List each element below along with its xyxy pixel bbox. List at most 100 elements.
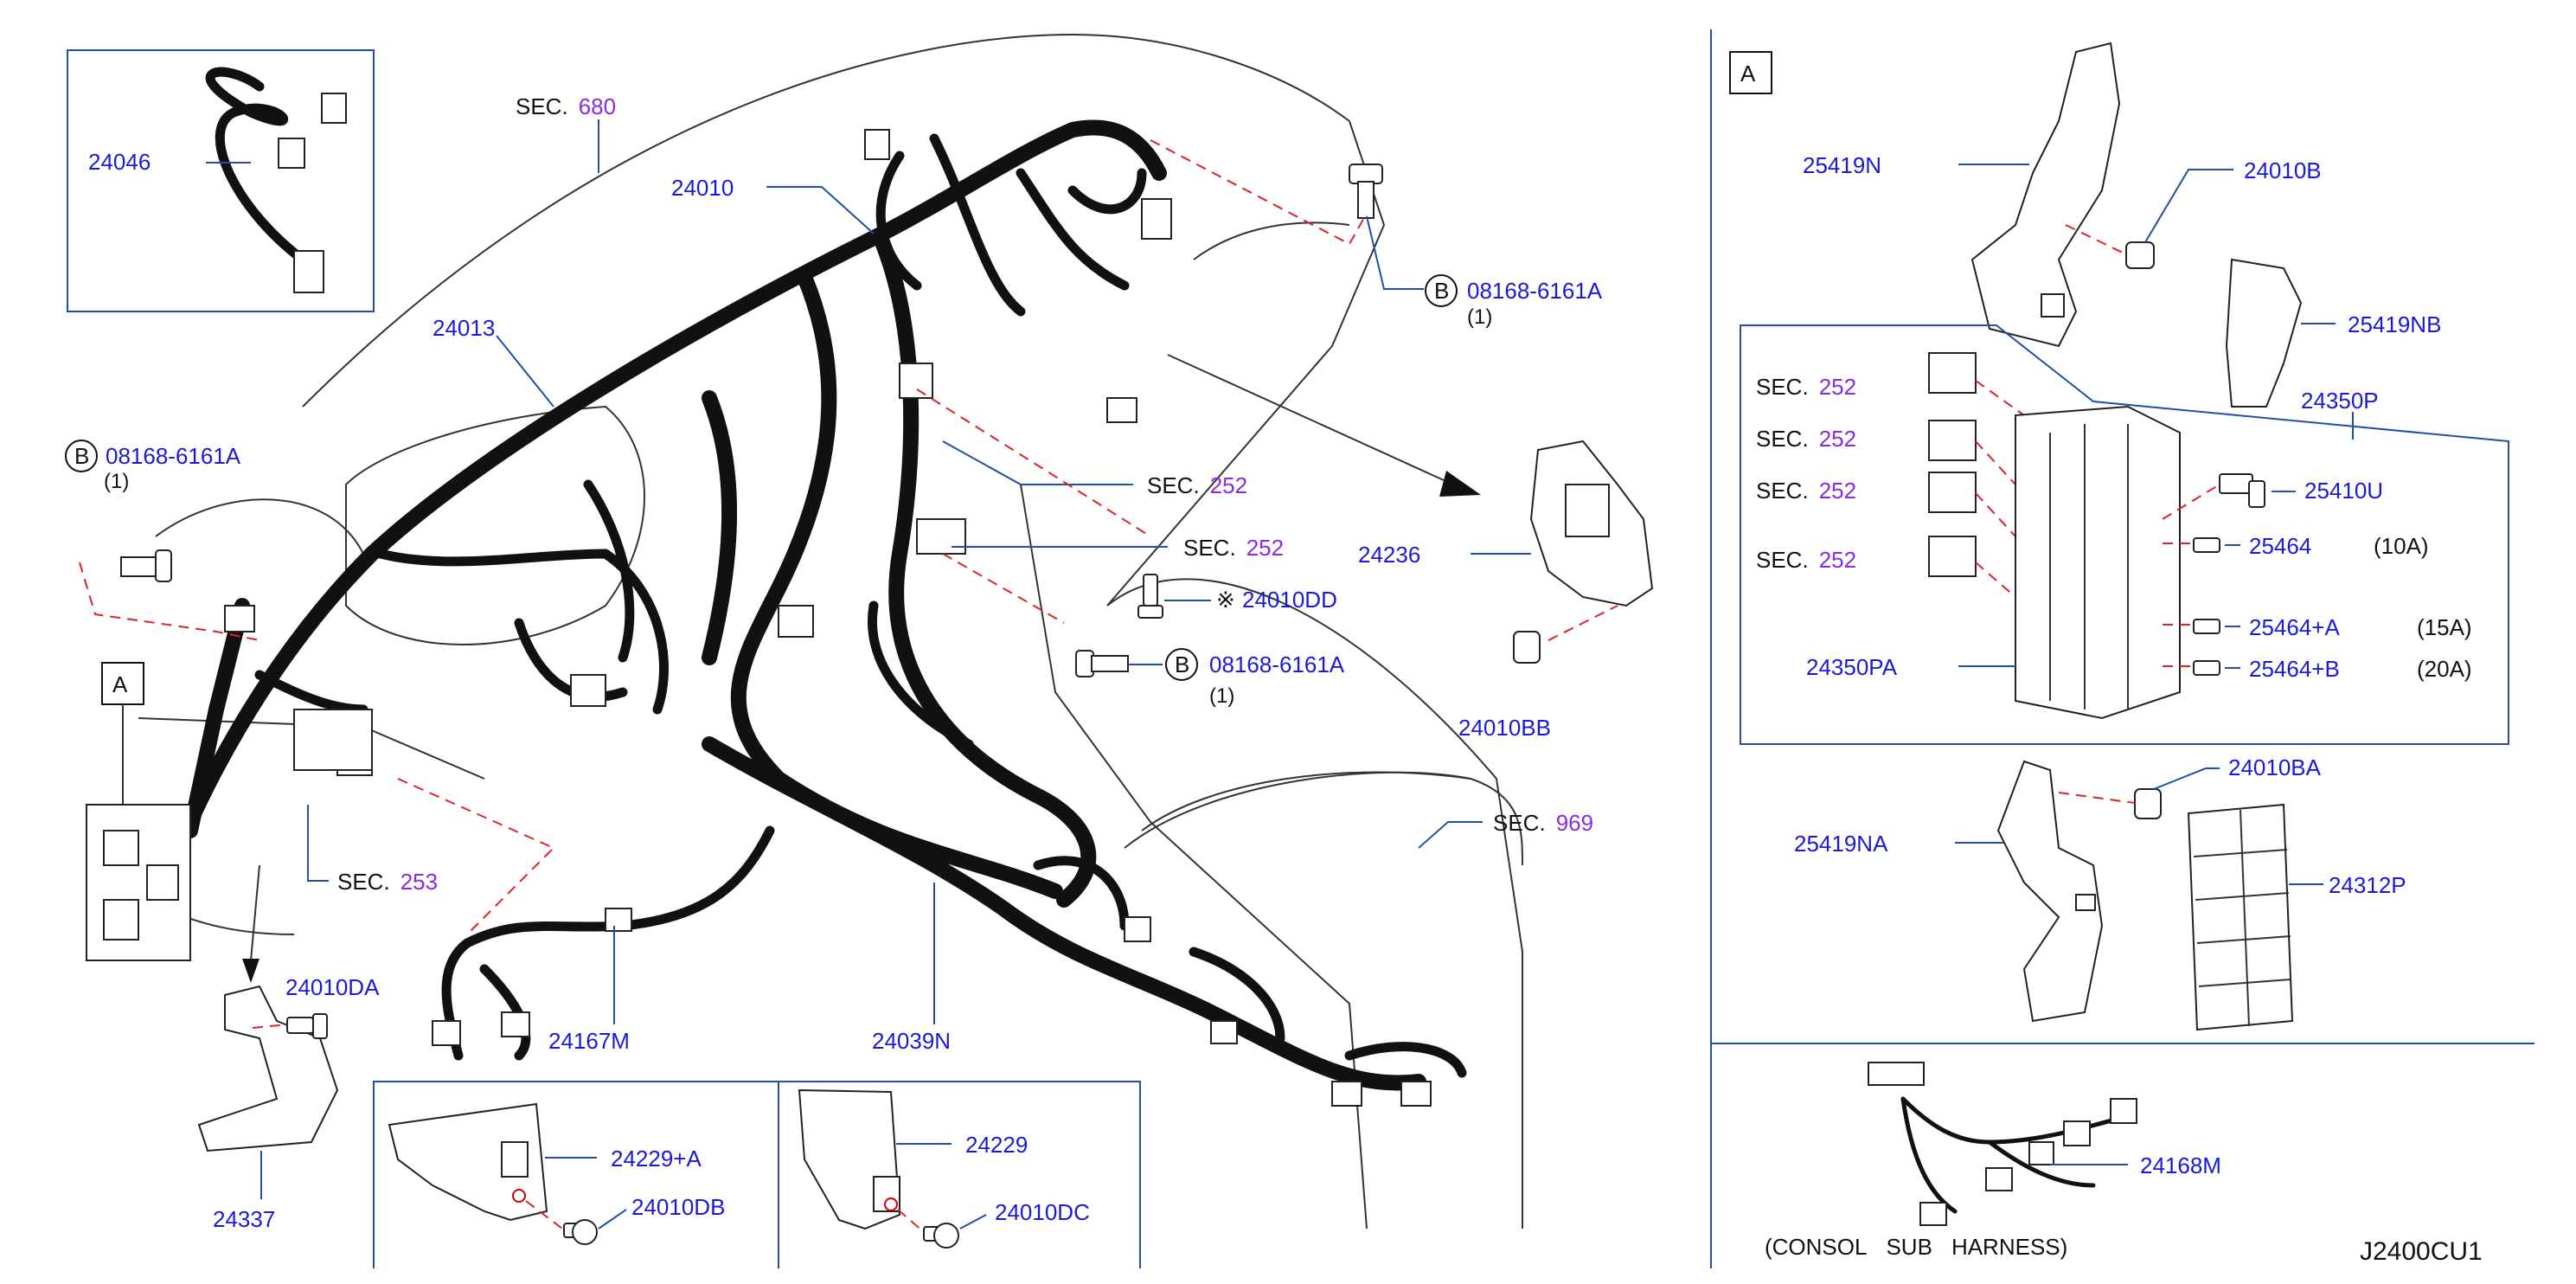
label-25464B: 25464+B bbox=[2249, 656, 2340, 682]
nut-24010B bbox=[2125, 241, 2155, 269]
bolt-part-number: 08168-6161A bbox=[1467, 278, 1603, 304]
leader-24010 bbox=[766, 186, 875, 234]
label-24229A: 24229+A bbox=[611, 1146, 702, 1172]
fuse-block-assembly-left bbox=[86, 709, 373, 961]
leader-24010DB bbox=[598, 1209, 627, 1229]
view-a-letter-right: A bbox=[1740, 61, 1756, 87]
label-25419N: 25419N bbox=[1803, 152, 1881, 178]
dash-24010B bbox=[2065, 224, 2127, 255]
bolt-letter: B bbox=[1175, 652, 1189, 677]
sec252-relay4: SEC.252 bbox=[1756, 547, 1856, 573]
label-24168M: 24168M bbox=[2140, 1152, 2221, 1178]
mark-24010DD: ※ bbox=[1216, 587, 1235, 613]
rating-15a: (15A) bbox=[2417, 614, 2472, 640]
dash-24010BB bbox=[1548, 605, 1618, 641]
leader-sec253 bbox=[307, 805, 329, 882]
arrow-line-24236 bbox=[1167, 354, 1454, 485]
bolt-b-center: B 08168-6161A (1) bbox=[1165, 648, 1345, 708]
leader-bolt-top bbox=[1366, 215, 1424, 290]
label-24010DA: 24010DA bbox=[285, 974, 380, 1000]
dash-bolt-center bbox=[942, 553, 1065, 624]
bolt-qty: (1) bbox=[1209, 684, 1234, 708]
bolt-qty: (1) bbox=[104, 470, 129, 493]
label-25464A: 25464+A bbox=[2249, 614, 2340, 640]
sec252-relay2: SEC.252 bbox=[1756, 426, 1856, 452]
dash-relay1 bbox=[1975, 380, 2025, 416]
leader-24010DC bbox=[959, 1214, 987, 1229]
label-25464: 25464 bbox=[2249, 533, 2311, 559]
label-24013: 24013 bbox=[433, 315, 495, 341]
fuse-25464A bbox=[2193, 619, 2220, 634]
view-a-letter-left: A bbox=[112, 671, 128, 697]
label-24010BB: 24010BB bbox=[1458, 715, 1551, 741]
circle-b-icon bbox=[1425, 274, 1458, 307]
leader-24010BA bbox=[2153, 767, 2220, 790]
label-24167M: 24167M bbox=[548, 1028, 630, 1054]
label-24010: 24010 bbox=[671, 175, 734, 201]
sec969-ref: SEC.969 bbox=[1493, 810, 1593, 836]
bolt-icon-left bbox=[120, 549, 172, 582]
leader-24010B bbox=[2144, 169, 2233, 243]
bolt-icon-top bbox=[1349, 164, 1383, 219]
main-harness-24010 bbox=[178, 119, 1167, 908]
dash-sec252b bbox=[916, 388, 1151, 537]
sec680-ref: SEC.680 bbox=[516, 93, 616, 119]
inset-box-24046 bbox=[67, 49, 375, 312]
arrow-line-24010DA bbox=[250, 864, 260, 961]
label-24229: 24229 bbox=[965, 1132, 1028, 1158]
dash-relay2 bbox=[1975, 440, 2016, 485]
harness-24046 bbox=[205, 67, 347, 293]
diagram-code: J2400CU1 bbox=[2360, 1237, 2483, 1266]
label-24010BA: 24010BA bbox=[2228, 754, 2322, 780]
label-24046: 24046 bbox=[88, 149, 151, 175]
sec252b-ref: SEC.252 bbox=[1183, 535, 1284, 561]
bracket-24229 bbox=[798, 1088, 901, 1230]
nut-24010BB bbox=[1513, 631, 1541, 664]
dash-24010DC bbox=[897, 1209, 925, 1233]
bolt-part-number: 08168-6161A bbox=[1209, 652, 1345, 677]
screw-24010DB bbox=[563, 1219, 598, 1245]
label-24010B: 24010B bbox=[2244, 157, 2322, 183]
bracket-24236 bbox=[1529, 440, 1654, 607]
label-25419NB: 25419NB bbox=[2348, 311, 2441, 337]
label-24039N: 24039N bbox=[872, 1028, 951, 1054]
dash-24010DB bbox=[525, 1200, 563, 1229]
arrow-head-24236 bbox=[1439, 471, 1481, 497]
label-25410U: 25410U bbox=[2304, 478, 2383, 504]
bracket-24337 bbox=[197, 985, 339, 1152]
dash-24010DA bbox=[252, 1024, 288, 1029]
nut-24010BA bbox=[2134, 788, 2162, 819]
relay-group bbox=[1928, 352, 1977, 577]
rating-10a: (10A) bbox=[2374, 533, 2429, 559]
circle-b-icon bbox=[1165, 648, 1198, 681]
bolt-b-top: B 08168-6161A (1) bbox=[1425, 274, 1603, 329]
dash-24010BA bbox=[2058, 792, 2136, 804]
fuse-25410U bbox=[2219, 473, 2265, 508]
fuse-block-24350PA bbox=[2015, 405, 2181, 720]
bolt-letter: B bbox=[1434, 278, 1449, 304]
leader-sec969 bbox=[1418, 821, 1483, 849]
label-24350P: 24350P bbox=[2301, 388, 2379, 414]
label-24010DC: 24010DC bbox=[995, 1199, 1090, 1225]
harness-connectors bbox=[224, 129, 1172, 776]
bolt-qty: (1) bbox=[1467, 305, 1492, 329]
harness-24167M bbox=[432, 825, 775, 1061]
rating-20a: (20A) bbox=[2417, 656, 2472, 682]
label-24010DD: 24010DD bbox=[1242, 587, 1337, 613]
sec252-relay1: SEC.252 bbox=[1756, 374, 1856, 400]
label-24350PA: 24350PA bbox=[1806, 654, 1898, 680]
bracket-24229A bbox=[388, 1102, 548, 1222]
circle-b-icon bbox=[65, 440, 98, 472]
bolt-letter: B bbox=[74, 443, 89, 469]
dash-bolt-top bbox=[1150, 139, 1366, 246]
box-24350P bbox=[1740, 324, 2509, 745]
label-25419NA: 25419NA bbox=[1794, 831, 1888, 857]
bracket-25419NA bbox=[1996, 760, 2104, 1023]
sec252a-ref: SEC.252 bbox=[1147, 472, 1247, 498]
sec252-relay3: SEC.252 bbox=[1756, 478, 1856, 504]
harness-24039N bbox=[702, 736, 1467, 1107]
bolt-icon-center bbox=[1075, 650, 1129, 677]
fuse-25464B bbox=[2193, 660, 2220, 676]
